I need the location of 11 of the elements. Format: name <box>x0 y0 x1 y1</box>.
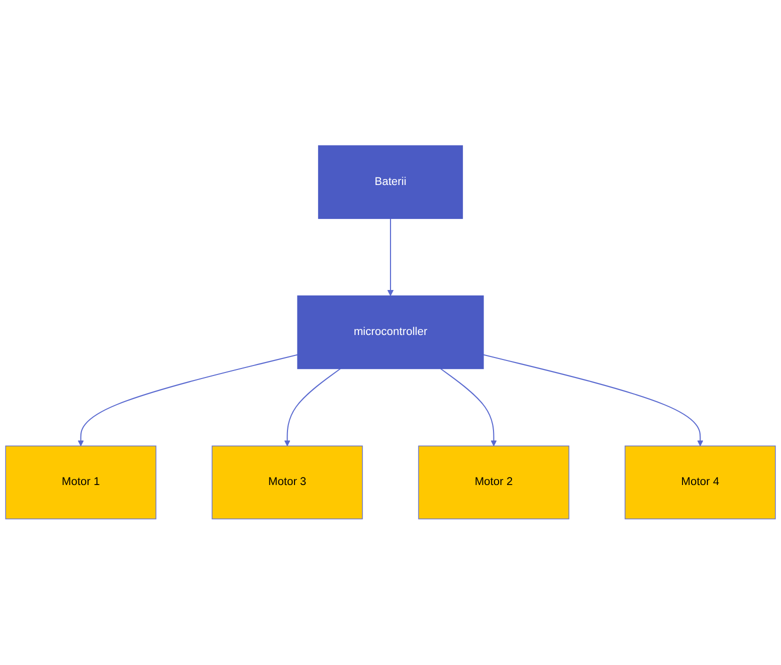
arrow <box>483 354 704 446</box>
node-box: Baterii <box>318 146 463 220</box>
node-box: Motor 4 <box>624 446 776 520</box>
node-box: microcontroller <box>297 296 484 370</box>
arrow <box>440 368 497 446</box>
node-box: Motor 2 <box>418 446 570 520</box>
node-box: Motor 1 <box>5 446 156 520</box>
arrow <box>284 368 341 446</box>
arrow <box>78 354 298 446</box>
arrow <box>387 218 394 296</box>
node-box: Motor 3 <box>212 446 363 520</box>
